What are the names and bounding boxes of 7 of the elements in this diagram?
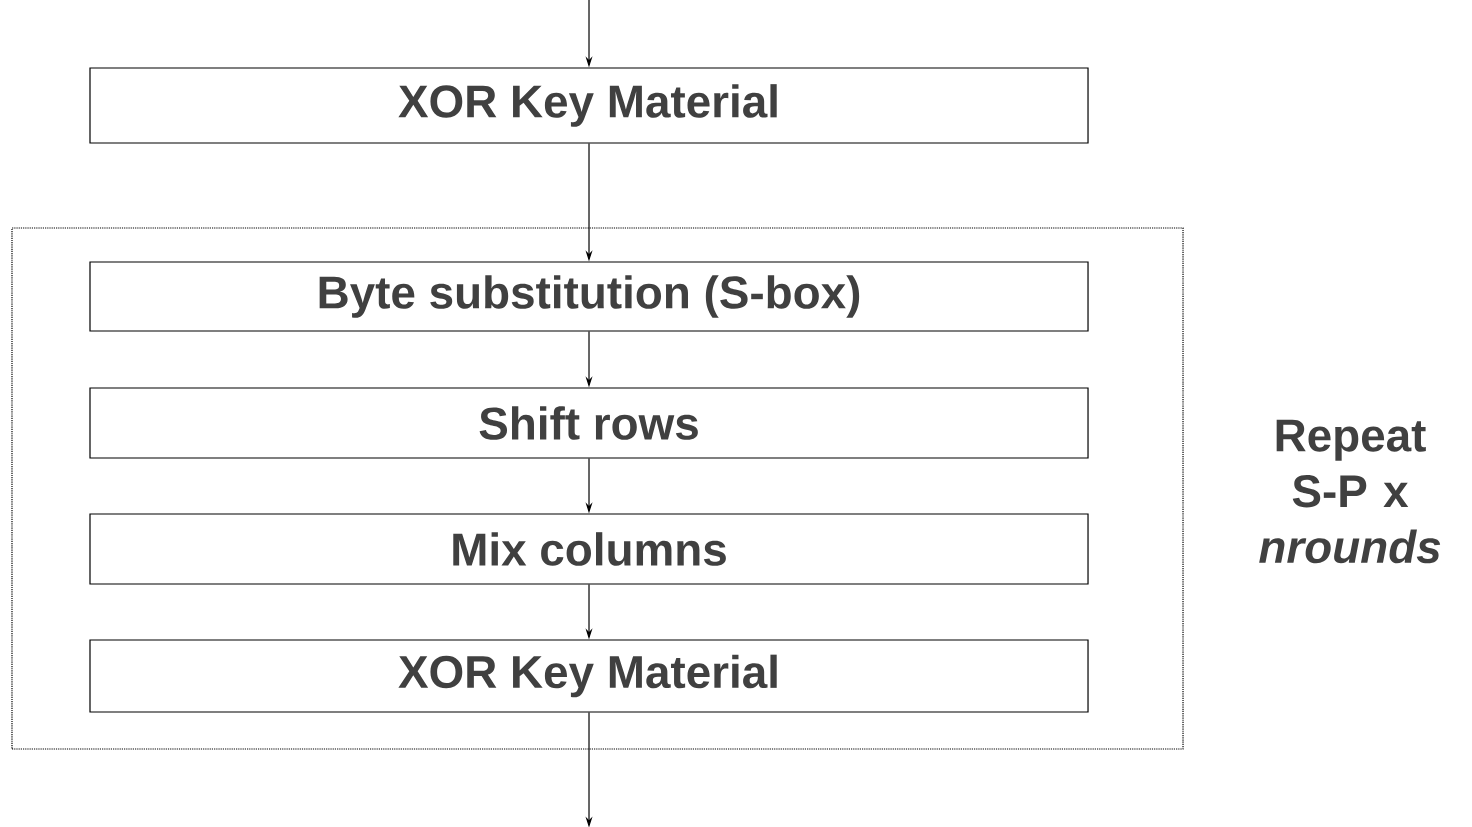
process-box: XOR Key Material bbox=[89, 639, 1089, 713]
process-box: Byte substitution (S-box) bbox=[89, 261, 1089, 332]
process-box: Shift rows bbox=[89, 387, 1089, 459]
repeat-region-box bbox=[11, 227, 1184, 750]
repeat-note: Repeat S-P x nrounds bbox=[1259, 419, 1441, 564]
process-box: XOR Key Material bbox=[89, 67, 1089, 144]
process-box: Mix columns bbox=[89, 513, 1089, 585]
